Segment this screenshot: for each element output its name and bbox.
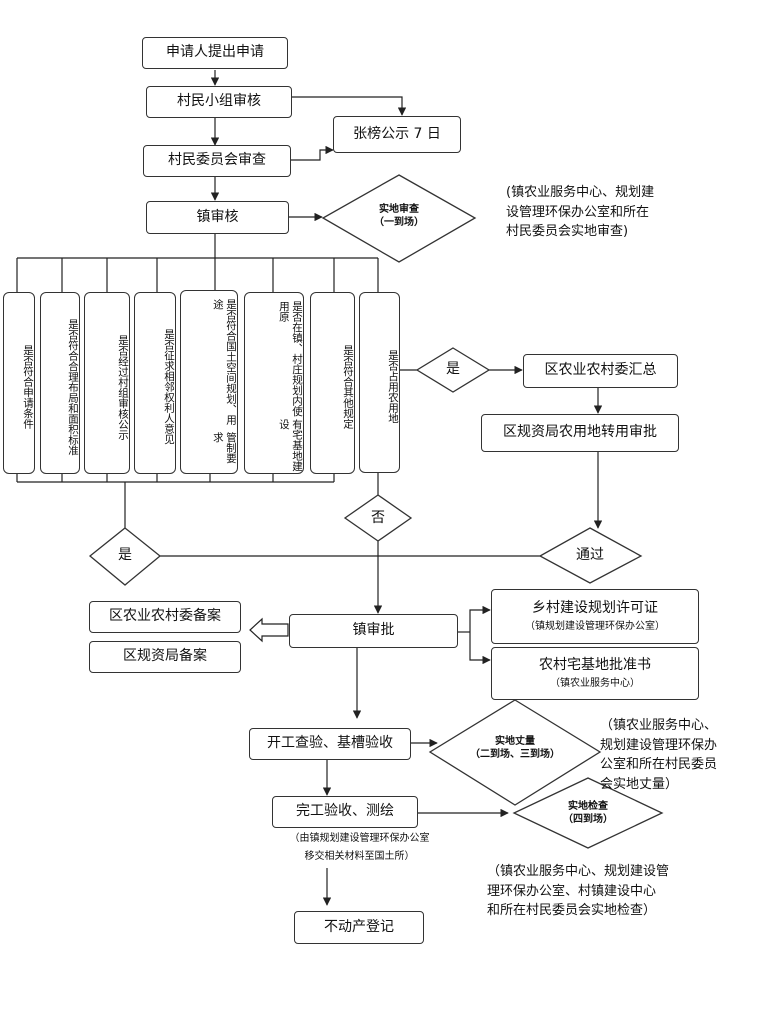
note-bottom-line: 理环保办公室、村镇建设中心 — [487, 883, 657, 899]
note-mid-line: 规划建设管理环保办 — [600, 737, 718, 753]
homestead-title: 农村宅基地批准书 — [539, 656, 651, 673]
note-mid-line: （镇农业服务中心、 — [600, 718, 718, 733]
village-group-label: 村民小组审核 — [177, 93, 261, 110]
completion-note: （由镇规划建设管理环保办公室 移交相关材料至国土所） — [252, 830, 467, 866]
permit-title: 乡村建设规划许可证 — [532, 599, 658, 616]
criteria-text: 是否符合合理布局和面积标准 — [67, 318, 79, 456]
homestead-sub: （镇农业服务中心） — [550, 678, 640, 689]
site-check-diamond — [321, 174, 477, 263]
town-review-box: 镇审核 — [146, 201, 289, 234]
yes-left-diamond — [88, 527, 162, 586]
site-check-sub: （一到场） — [374, 217, 424, 228]
permit-box: 乡村建设规划许可证 （镇规划建设管理环保办公室） — [491, 589, 699, 644]
district-land-record-label: 区规资局备案 — [123, 648, 207, 665]
village-committee-box: 村民委员会审查 — [143, 145, 291, 177]
criteria-box: 是否占用农用地 — [359, 292, 400, 473]
criteria-box: 是否征求相邻权利人意见 — [134, 292, 176, 474]
note-top-line: 设管理环保办公室和所在 — [506, 204, 650, 220]
no-label: 否 — [371, 510, 385, 526]
town-approval-label: 镇审批 — [352, 622, 395, 639]
completion-note-line: （由镇规划建设管理环保办公室 — [289, 833, 430, 844]
apply-label: 申请人提出申请 — [166, 44, 264, 61]
yes-right-label: 是 — [446, 361, 460, 377]
village-committee-label: 村民委员会审查 — [168, 152, 266, 169]
note-mid-line: 会实地丈量） — [600, 776, 679, 792]
site-check-label: 实地审查 （一到场） — [349, 203, 449, 229]
publicity-label: 张榜公示 7 日 — [353, 125, 441, 142]
note-mid: （镇农业服务中心、 规划建设管理环保办 公室和所在村民委员 会实地丈量） — [600, 716, 770, 794]
village-group-box: 村民小组审核 — [146, 86, 292, 118]
criteria-text: 是否在镇、村庄规划内使用原 — [277, 301, 303, 417]
registration-box: 不动产登记 — [294, 911, 424, 944]
criteria-text: 是否经过村组审核公示 — [117, 334, 129, 440]
criteria-box: 是否符合国土空间规划、用途管制要求 — [180, 290, 238, 474]
criteria-text: 是否征求相邻权利人意见 — [163, 329, 175, 445]
note-mid-line: 公室和所在村民委员 — [600, 757, 718, 772]
note-top: (镇农业服务中心、规划建 设管理环保办公室和所在 村民委员会实地审查) — [506, 183, 746, 242]
criteria-box: 是否经过村组审核公示 — [84, 292, 130, 474]
site-inspect-diamond — [512, 777, 664, 849]
site-measure-title: 实地丈量 — [495, 736, 535, 747]
completion-box: 完工验收、测绘 — [272, 796, 418, 828]
criteria-text: 是否占用农用地 — [387, 349, 399, 424]
criteria-text: 有宅基地建设 — [277, 418, 303, 472]
note-bottom-line: （镇农业服务中心、规划建设管 — [487, 864, 670, 879]
criteria-box: 是否在镇、村庄规划内使用原有宅基地建设 — [244, 292, 304, 474]
publicity-box: 张榜公示 7 日 — [333, 116, 461, 153]
start-check-box: 开工查验、基槽验收 — [249, 728, 411, 760]
criteria-text: 是否符合其他规定 — [342, 345, 354, 429]
site-measure-sub: （二到场、三到场） — [470, 749, 560, 760]
note-bottom: （镇农业服务中心、规划建设管 理环保办公室、村镇建设中心 和所在村民委员会实地检… — [487, 862, 727, 921]
town-approval-box: 镇审批 — [289, 614, 458, 648]
yes-right-diamond — [415, 347, 491, 393]
town-review-label: 镇审核 — [196, 208, 239, 225]
yes-left-label: 是 — [118, 547, 132, 563]
registration-label: 不动产登记 — [324, 918, 394, 935]
note-top-line: 村民委员会实地审查) — [506, 224, 629, 239]
no-diamond — [343, 494, 413, 542]
completion-note-line: 移交相关材料至国土所） — [304, 851, 415, 862]
criteria-text: 是否符合申请条件 — [22, 345, 34, 429]
district-agri-record-box: 区农业农村委备案 — [89, 601, 241, 633]
site-inspect-sub: （四到场） — [563, 814, 613, 825]
completion-label: 完工验收、测绘 — [296, 803, 394, 820]
criteria-box: 是否符合申请条件 — [3, 292, 35, 474]
start-check-label: 开工查验、基槽验收 — [267, 735, 393, 752]
note-bottom-line: 和所在村民委员会实地检查） — [487, 903, 657, 918]
district-agri-record-label: 区农业农村委备案 — [109, 608, 221, 625]
district-approval-label: 区规资局农用地转用审批 — [503, 424, 657, 441]
district-approval-box: 区规资局农用地转用审批 — [481, 414, 679, 452]
site-inspect-label: 实地检查 （四到场） — [543, 800, 633, 826]
permit-sub: （镇规划建设管理环保办公室） — [525, 621, 665, 632]
passed-diamond — [538, 527, 643, 584]
homestead-box: 农村宅基地批准书 （镇农业服务中心） — [491, 647, 699, 700]
site-inspect-title: 实地检查 — [568, 801, 608, 812]
district-agri-summary-label: 区农业农村委汇总 — [544, 362, 657, 379]
site-check-title: 实地审查 — [379, 204, 419, 215]
apply-box: 申请人提出申请 — [142, 37, 288, 69]
passed-label: 通过 — [576, 547, 604, 563]
site-measure-diamond — [428, 699, 602, 806]
criteria-text: 管制要求 — [211, 432, 237, 464]
criteria-box: 是否符合其他规定 — [310, 292, 355, 474]
district-agri-summary-box: 区农业农村委汇总 — [523, 354, 678, 388]
district-land-record-box: 区规资局备案 — [89, 641, 241, 673]
note-top-line: (镇农业服务中心、规划建 — [506, 185, 655, 200]
site-measure-label: 实地丈量 （二到场、三到场） — [470, 735, 560, 761]
criteria-text: 是否符合国土空间规划、用途 — [211, 299, 237, 425]
criteria-box: 是否符合合理布局和面积标准 — [40, 292, 80, 474]
